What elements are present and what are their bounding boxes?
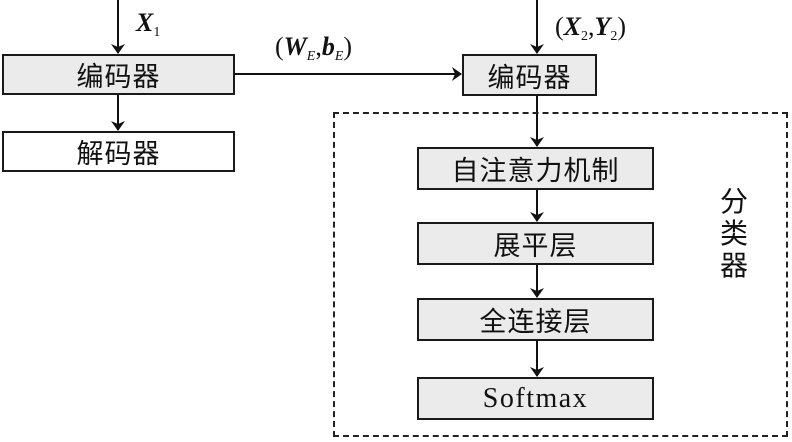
decoder-label: 解码器 <box>76 139 161 170</box>
classifier-char: 分 <box>719 185 748 218</box>
fully-connected-layer-label: 全连接层 <box>479 307 592 338</box>
classifier-char: 类 <box>719 217 748 250</box>
finetune-encoder-box: 编码器 <box>462 54 597 96</box>
flatten-layer-label: 展平层 <box>493 231 578 262</box>
pretrain-encoder-label: 编码器 <box>76 62 161 93</box>
y2-symbol: Y <box>594 12 611 41</box>
x1-subscript: 1 <box>153 25 161 40</box>
classifier-label: 分 类 器 <box>718 186 750 282</box>
softmax-label: Softmax <box>482 382 589 414</box>
comma: , <box>588 12 595 41</box>
self-attention-box: 自注意力机制 <box>417 147 654 190</box>
paren-close: ) <box>343 32 353 61</box>
paren-close: ) <box>617 12 627 41</box>
fully-connected-layer-box: 全连接层 <box>417 298 654 341</box>
x2-symbol: X <box>563 12 582 41</box>
b-subscript: E <box>334 49 344 64</box>
weights-label: (WE,bE) <box>275 32 352 65</box>
comma: , <box>315 32 322 61</box>
b-symbol: b <box>321 32 335 61</box>
w-subscript: E <box>306 49 316 64</box>
input-x1-label: X1 <box>136 8 160 41</box>
finetune-encoder-label: 编码器 <box>487 62 572 94</box>
w-symbol: W <box>283 32 307 61</box>
pretrain-encoder-box: 编码器 <box>2 54 235 95</box>
classifier-group <box>333 112 788 437</box>
input-x2y2-label: (X2,Y2) <box>555 12 626 45</box>
softmax-box: Softmax <box>417 377 654 420</box>
x1-symbol: X <box>136 8 154 37</box>
y2-subscript: 2 <box>610 29 618 44</box>
decoder-box: 解码器 <box>2 131 235 172</box>
flatten-layer-box: 展平层 <box>417 222 654 265</box>
paren-open: ( <box>275 32 284 61</box>
paren-open: ( <box>555 12 564 41</box>
classifier-char: 器 <box>719 249 748 282</box>
x2-subscript: 2 <box>581 29 589 44</box>
self-attention-label: 自注意力机制 <box>451 156 620 187</box>
